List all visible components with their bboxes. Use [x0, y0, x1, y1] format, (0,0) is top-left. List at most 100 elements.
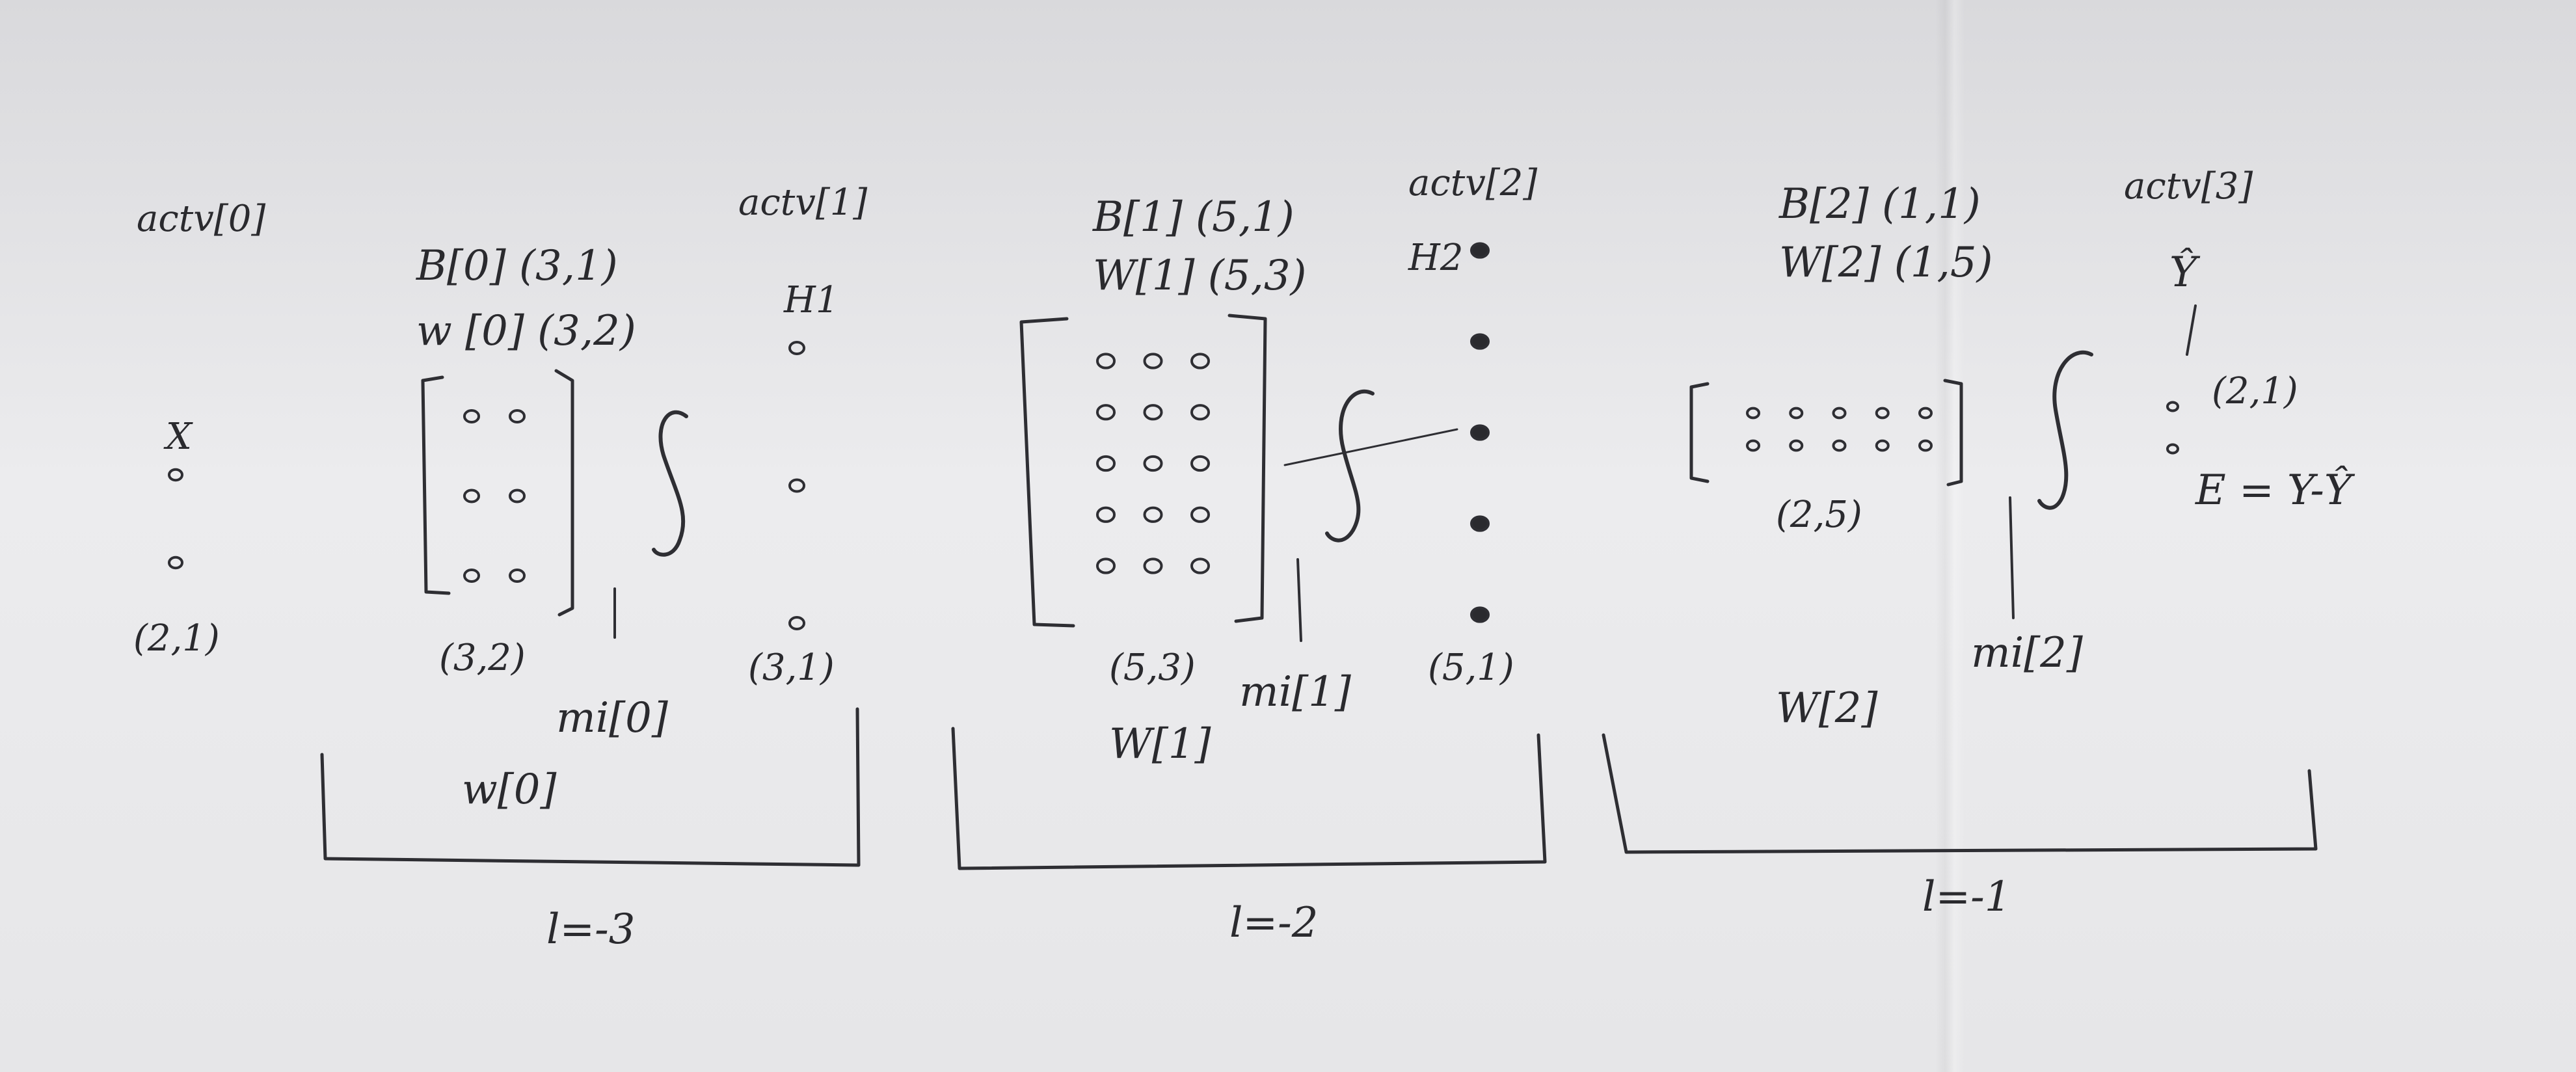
- output-node-1: [2166, 401, 2179, 412]
- layer1-label: l=-3: [546, 905, 635, 954]
- activation2-integral: [2037, 350, 2093, 510]
- h2-node-3: [1470, 424, 1490, 441]
- hidden2-label: H2: [1408, 237, 1463, 279]
- activation0-integral: [652, 410, 688, 557]
- output-yhat-label: Ŷ: [2169, 247, 2201, 297]
- w1-cell-r5c1: [1096, 557, 1116, 574]
- matrix2-right-bracket: [1943, 379, 1963, 487]
- h1-node-2: [788, 478, 805, 493]
- bias2-label: B[2] (1,1): [1778, 180, 1981, 228]
- layer-2-group: B[1] (5,1) W[1] (5,3) (5,3) actv[2] H2 (…: [951, 162, 1547, 947]
- w1-cell-r4c1: [1096, 506, 1116, 523]
- bias0-label: B[0] (3,1): [416, 242, 618, 290]
- weights0-name: w[0]: [462, 766, 557, 814]
- output-node-2: [2166, 443, 2179, 455]
- w2-cell-r1c4: [1875, 407, 1890, 420]
- weights2-name: W[2]: [1776, 684, 1878, 732]
- w1-cell-r3c2: [1143, 455, 1163, 472]
- h1-node-3: [788, 615, 805, 631]
- h2-node-2: [1470, 333, 1490, 350]
- bias1-label: B[1] (5,1): [1092, 193, 1295, 241]
- w1-cell-r3c3: [1190, 455, 1210, 472]
- layer-1-group: actv[0] X (2,1) B[0] (3,1) w [0] (3,2) (…: [133, 181, 867, 954]
- w2-cell-r2c4: [1875, 439, 1890, 452]
- weight0-label: w [0] (3,2): [416, 307, 636, 355]
- h2-node-1: [1470, 242, 1490, 259]
- w0-cell-r3c1: [463, 568, 480, 583]
- matrix1-left-bracket: [1019, 317, 1075, 628]
- weights1-name: W[1]: [1109, 720, 1211, 768]
- hidden1-nodes: [788, 340, 805, 631]
- w0-cell-r2c2: [509, 489, 526, 503]
- matrix1-right-bracket: [1228, 314, 1267, 623]
- matrix2-shape: (2,5): [1776, 494, 1862, 536]
- layer3-label: l=-1: [1922, 873, 2011, 921]
- matrix0-left-bracket: [421, 375, 451, 595]
- integral1-connector: [1283, 428, 1458, 466]
- w1-cell-r2c3: [1190, 404, 1210, 421]
- mult2-label: mi[2]: [1971, 629, 2084, 677]
- matrix2-left-bracket: [1689, 382, 1710, 483]
- w0-cell-r2c1: [463, 489, 480, 503]
- w0-cell-r1c2: [509, 409, 526, 424]
- w2-cell-r1c3: [1832, 407, 1847, 420]
- w1-cell-r4c2: [1143, 506, 1163, 523]
- input-shape: (2,1): [133, 617, 220, 660]
- w1-cell-r1c2: [1143, 353, 1163, 369]
- weight1-label: W[1] (5,3): [1093, 252, 1307, 300]
- w1-cell-r5c3: [1190, 557, 1210, 574]
- matrix2-cells: [1746, 407, 1933, 452]
- weight2-label: W[2] (1,5): [1779, 239, 1993, 287]
- matrix0-cells: [463, 409, 526, 583]
- w1-cell-r2c2: [1143, 404, 1163, 421]
- layer3-bracket: [1602, 733, 2318, 854]
- w1-cell-r5c2: [1143, 557, 1163, 574]
- matrix0-right-bracket: [554, 369, 574, 617]
- input-node-1: [168, 468, 183, 482]
- output-arrow-stroke: [2186, 304, 2197, 356]
- actv3-label: actv[3]: [2124, 165, 2253, 208]
- matrix1-cells: [1096, 353, 1210, 574]
- h2-node-4: [1470, 515, 1490, 532]
- mult1-tick: [1296, 558, 1302, 642]
- w2-cell-r2c1: [1746, 439, 1760, 452]
- w1-cell-r3c1: [1096, 455, 1116, 472]
- w2-cell-r2c3: [1832, 439, 1847, 452]
- hidden2-nodes: [1470, 242, 1490, 623]
- output-shape: (2,1): [2212, 370, 2298, 412]
- w1-cell-r4c3: [1190, 506, 1210, 523]
- w2-cell-r1c1: [1746, 407, 1760, 420]
- layer1-bracket: [320, 707, 861, 867]
- input-node-2: [168, 556, 183, 570]
- hidden1-shape: (3,1): [748, 647, 835, 689]
- hidden2-shape: (5,1): [1428, 647, 1514, 689]
- w2-cell-r1c5: [1918, 407, 1933, 420]
- w2-cell-r2c5: [1918, 439, 1933, 452]
- mult0-label: mi[0]: [556, 694, 669, 742]
- input-nodes: [168, 468, 183, 570]
- w2-cell-r2c2: [1789, 439, 1804, 452]
- output-nodes: [2166, 401, 2179, 455]
- error-equation: E = Y-Ŷ: [2195, 465, 2355, 515]
- actv1-label: actv[1]: [738, 181, 867, 224]
- matrix1-shape: (5,3): [1109, 647, 1196, 689]
- w0-cell-r1c1: [463, 409, 480, 424]
- actv0-label: actv[0]: [137, 198, 265, 240]
- layer2-bracket: [951, 727, 1547, 870]
- mult1-label: mi[1]: [1239, 668, 1352, 716]
- w1-cell-r1c3: [1190, 353, 1210, 369]
- activation1-integral: [1325, 389, 1375, 543]
- matrix0-shape: (3,2): [439, 637, 526, 679]
- w1-cell-r2c1: [1096, 404, 1116, 421]
- hidden1-label: H1: [783, 279, 839, 321]
- input-x-label: X: [163, 416, 193, 458]
- layer2-label: l=-2: [1229, 899, 1318, 947]
- actv2-label: actv[2]: [1408, 162, 1537, 204]
- w2-cell-r1c2: [1789, 407, 1804, 420]
- mult2-tick: [2009, 496, 2015, 619]
- h1-node-1: [788, 340, 805, 356]
- layer-3-group: B[2] (1,1) W[2] (1,5) (2,5) actv[3] Ŷ (2…: [1602, 165, 2355, 921]
- w1-cell-r1c1: [1096, 353, 1116, 369]
